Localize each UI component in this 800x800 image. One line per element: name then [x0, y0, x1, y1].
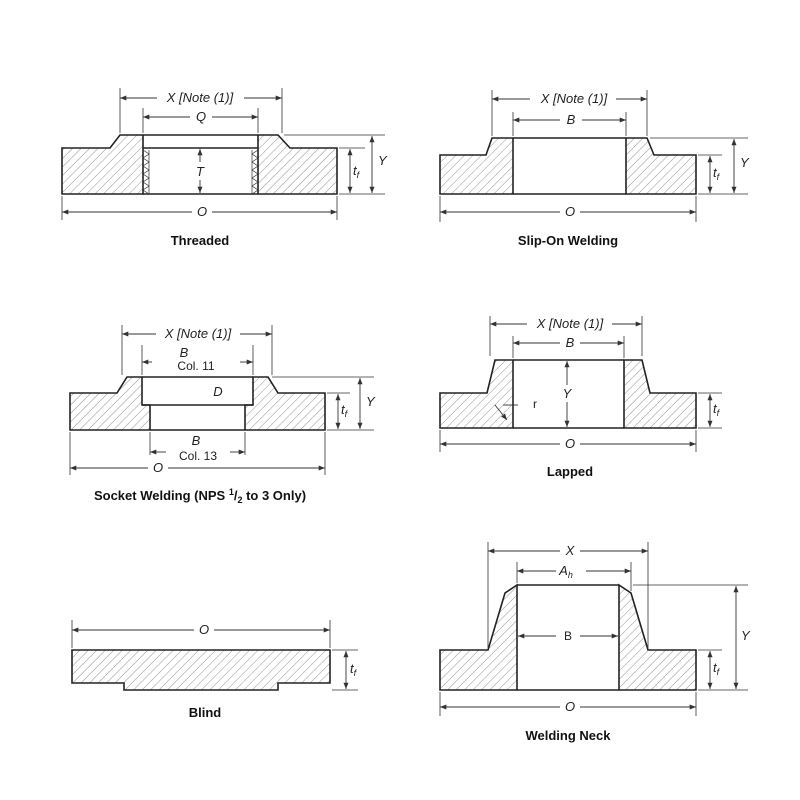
socket-left-section	[69, 376, 151, 431]
welding-neck-b-label: B	[564, 629, 572, 643]
socket-y-label: Y	[366, 394, 376, 409]
lapped-x-label: X [Note (1)]	[536, 316, 604, 331]
threaded-right-section	[257, 134, 338, 195]
threaded-tf-label: tf	[353, 163, 361, 180]
threaded-y-label: Y	[378, 153, 388, 168]
blind-tf-label: tf	[350, 661, 358, 678]
socket-b-bottom-label: B	[192, 433, 201, 448]
threaded-o-label: O	[197, 204, 207, 219]
lapped-o-label: O	[565, 436, 575, 451]
blind-section	[71, 649, 331, 691]
socket-x-label: X [Note (1)]	[164, 326, 232, 341]
welding-neck-left-section	[439, 583, 518, 691]
slip-on-b-label: B	[567, 112, 576, 127]
lapped-r-label: r	[533, 397, 537, 411]
slip-on-right-section	[625, 137, 697, 195]
slip-on-flange: X [Note (1)] B tf Y O Slip-On Welding	[439, 90, 750, 248]
threaded-flange: X [Note (1)] Q T tf Y O Threaded	[61, 88, 388, 248]
lapped-tf-label: tf	[713, 401, 721, 418]
lapped-right-section	[623, 359, 697, 429]
welding-neck-tf-label: tf	[713, 660, 721, 677]
socket-o-label: O	[153, 460, 163, 475]
lapped-left-section	[439, 359, 514, 429]
slip-on-x-label: X [Note (1)]	[540, 91, 608, 106]
welding-neck-flange: X Ah B tf Y O Welding Neck	[439, 542, 751, 743]
threaded-t-label: T	[196, 164, 205, 179]
caption-lapped: Lapped	[547, 464, 593, 479]
caption-threaded: Threaded	[171, 233, 230, 248]
welding-neck-ah-label: Ah	[558, 563, 573, 580]
slip-on-o-label: O	[565, 204, 575, 219]
blind-o-label: O	[199, 622, 209, 637]
welding-neck-y-label: Y	[741, 628, 751, 643]
lapped-y-label: Y	[563, 386, 573, 401]
thread-marks	[142, 149, 259, 195]
threaded-left-section	[61, 134, 144, 195]
welding-neck-x-label: X	[565, 543, 576, 558]
slip-on-y-label: Y	[740, 155, 750, 170]
caption-socket-welding: Socket Welding (NPS 1/2 to 3 Only)	[94, 487, 306, 505]
socket-col13-label: Col. 13	[179, 449, 217, 463]
socket-b-top-label: B	[180, 345, 189, 360]
threaded-q-label: Q	[196, 109, 206, 124]
socket-col11-label: Col. 11	[177, 359, 214, 373]
lapped-flange: r X [Note (1)] B Y tf O Lapped	[439, 316, 722, 479]
welding-neck-o-label: O	[565, 699, 575, 714]
socket-d-label: D	[213, 384, 222, 399]
socket-tf-label: tf	[341, 402, 349, 419]
caption-blind: Blind	[189, 705, 222, 720]
socket-right-section	[244, 376, 326, 431]
caption-welding-neck: Welding Neck	[525, 728, 611, 743]
caption-slip-on: Slip-On Welding	[518, 233, 618, 248]
slip-on-tf-label: tf	[713, 165, 721, 182]
slip-on-left-section	[439, 137, 514, 195]
blind-flange: O tf Blind	[71, 620, 358, 720]
socket-welding-flange: X [Note (1)] B Col. 11 D B Col. 13 tf Y …	[69, 325, 376, 505]
welding-neck-right-section	[618, 583, 697, 691]
threaded-x-label: X [Note (1)]	[166, 90, 234, 105]
lapped-b-label: B	[566, 335, 575, 350]
